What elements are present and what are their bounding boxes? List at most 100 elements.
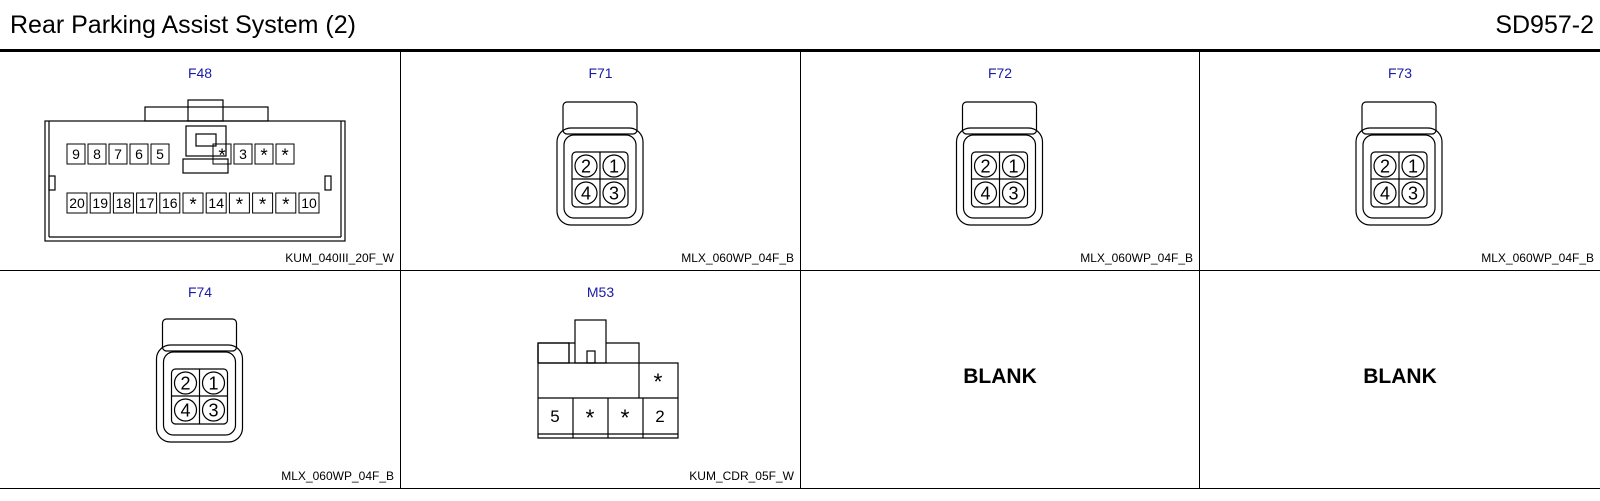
- pin-cell: [159, 192, 181, 214]
- pin-circle: [602, 181, 626, 205]
- pin-circle: [1373, 181, 1397, 205]
- pin-label: 19: [92, 195, 108, 211]
- pin-label: 2: [581, 156, 591, 176]
- housing-outer: [955, 127, 1044, 226]
- connector-name: F48: [187, 65, 213, 81]
- pin-circle: [574, 154, 598, 178]
- connector-housing: [556, 101, 644, 226]
- connector-type: MLX_060WP_04F_B: [1080, 251, 1193, 265]
- connector-housing: [955, 101, 1044, 226]
- pin-label: 2: [655, 407, 664, 426]
- pin-label: *: [621, 404, 630, 430]
- connector-type: MLX_060WP_04F_B: [1481, 251, 1594, 265]
- housing-latch: [161, 318, 238, 352]
- pin-label: 20: [69, 195, 85, 211]
- pin-circle: [1401, 181, 1425, 205]
- pin-label: *: [281, 146, 289, 167]
- pin-label: 10: [301, 195, 317, 211]
- page-code: SD957-2: [1495, 11, 1594, 39]
- pin-label: *: [259, 195, 267, 216]
- pin-label: 1: [609, 156, 619, 176]
- connector-type: MLX_060WP_04F_B: [281, 469, 394, 483]
- pin-cell: [182, 192, 204, 214]
- connector-housing: [1355, 101, 1443, 226]
- housing-inner: [162, 351, 237, 436]
- pin-label: 7: [114, 146, 122, 162]
- pin-label: 3: [1008, 183, 1018, 203]
- pin-cell: [66, 192, 88, 214]
- housing-outer: [155, 344, 244, 443]
- pin-label: 1: [1008, 156, 1018, 176]
- pin-label: 2: [180, 373, 190, 393]
- pin-cell: [66, 143, 86, 165]
- pin-label: 3: [609, 183, 619, 203]
- connector-type: KUM_040III_20F_W: [285, 251, 394, 265]
- pin-label: 5: [156, 146, 164, 162]
- pin-cell: [89, 192, 111, 214]
- header-bar: Rear Parking Assist System (2) SD957-2: [0, 0, 1600, 52]
- pin-circle: [973, 181, 998, 205]
- connector-name: F73: [1387, 65, 1413, 81]
- pin-label: 17: [139, 195, 155, 211]
- pin-label: *: [586, 404, 595, 430]
- pin-cell: [228, 192, 250, 214]
- pin-label: 4: [581, 183, 591, 203]
- connector-name: F72: [987, 65, 1013, 81]
- housing-latch: [562, 101, 638, 135]
- pin-label: 4: [180, 400, 190, 420]
- blank-label: BLANK: [1363, 365, 1437, 388]
- pin-label: 18: [116, 195, 132, 211]
- pin-cell: [298, 192, 320, 214]
- pin-label: *: [218, 146, 226, 167]
- page-title: Rear Parking Assist System (2): [10, 11, 356, 39]
- pin-label: 2: [1380, 156, 1390, 176]
- connector-name: M53: [586, 284, 615, 300]
- housing-latch: [1361, 101, 1437, 135]
- pin-label: *: [189, 195, 197, 216]
- pin-label: 6: [135, 146, 143, 162]
- pin-circle: [1001, 154, 1026, 178]
- pin-label: 4: [1380, 183, 1390, 203]
- pin-label: 5: [550, 407, 559, 426]
- housing-inner: [563, 134, 637, 219]
- pin-cell: [275, 192, 297, 214]
- pin-label: 3: [208, 400, 218, 420]
- pin-circle: [201, 371, 226, 395]
- housing-inner: [962, 134, 1037, 219]
- pin-circle: [173, 371, 198, 395]
- pin-cell: [212, 143, 232, 165]
- pin-cell: [233, 143, 253, 165]
- housing-latch: [961, 101, 1038, 135]
- blank-cell-2: BLANK: [1200, 271, 1600, 489]
- pin-cell: [275, 143, 295, 165]
- pin-cell: [136, 192, 158, 214]
- connector-housing: [155, 318, 244, 443]
- connector-cell-m53: M53 *5**2 KUM_CDR_05F_W: [401, 271, 801, 489]
- pin-label: *: [654, 368, 663, 394]
- housing-outer: [556, 127, 644, 226]
- pin-cell: [108, 143, 128, 165]
- housing-inner: [1362, 134, 1436, 219]
- pin-circle: [574, 181, 598, 205]
- pin-label: 14: [208, 195, 224, 211]
- pin-label: 3: [1408, 183, 1418, 203]
- pin-label: *: [260, 146, 268, 167]
- pin-label: 1: [1408, 156, 1418, 176]
- pin-circle: [1373, 154, 1397, 178]
- pin-label: *: [282, 195, 290, 216]
- pin-cell: [252, 192, 274, 214]
- connector-name: F71: [588, 65, 613, 81]
- pin-circle: [201, 398, 226, 422]
- pin-label: 8: [93, 146, 101, 162]
- connector-type: MLX_060WP_04F_B: [681, 251, 794, 265]
- pin-circle: [1401, 154, 1425, 178]
